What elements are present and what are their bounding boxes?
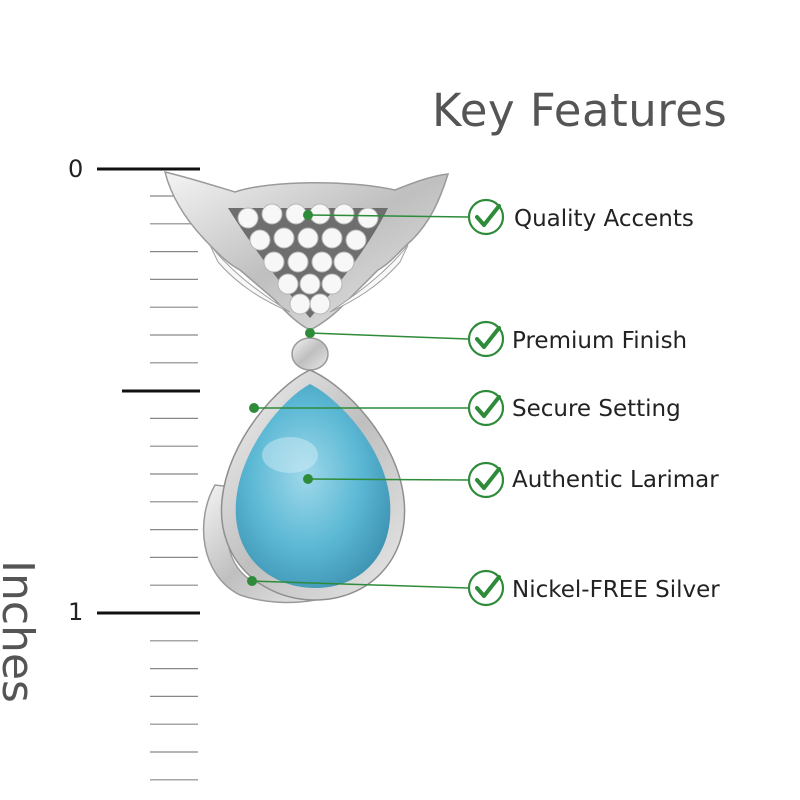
check-circle-icon — [467, 389, 505, 427]
accent-stone — [321, 273, 343, 295]
feature-callout-2 — [249, 389, 505, 427]
accent-stone — [237, 207, 259, 229]
ruler-axis-label: Inches — [0, 560, 43, 703]
callout-dot — [305, 328, 315, 338]
check-circle-icon — [467, 569, 505, 607]
fox-cheek-right — [329, 244, 409, 313]
accent-stone — [249, 229, 271, 251]
callout-dot — [249, 403, 259, 413]
feature-callout-1 — [305, 320, 505, 358]
callout-dot — [247, 576, 257, 586]
accent-stone — [297, 227, 319, 249]
accent-stone — [321, 227, 343, 249]
fox-cheek-left — [209, 244, 291, 313]
page-title: Key Features — [432, 84, 728, 137]
accent-stone — [287, 251, 309, 273]
feature-label-authentic-larimar: Authentic Larimar — [512, 467, 719, 493]
ruler-end-label: 1 — [68, 598, 84, 626]
callout-dot — [303, 474, 313, 484]
accent-stone — [333, 251, 355, 273]
accent-stones — [237, 203, 379, 315]
accent-stone — [357, 207, 379, 229]
feature-callout-0 — [303, 198, 505, 236]
feature-label-premium-finish: Premium Finish — [512, 328, 688, 354]
feature-label-quality-accents: Quality Accents — [514, 206, 694, 232]
accent-stone — [289, 293, 311, 315]
larimar-gem — [235, 384, 391, 588]
accent-stone — [299, 273, 321, 295]
check-circle-icon — [467, 198, 505, 236]
accent-stone — [263, 251, 285, 273]
feature-label-secure-setting: Secure Setting — [512, 396, 681, 422]
accent-stone — [285, 203, 307, 225]
feature-callout-3 — [303, 461, 505, 499]
check-circle-icon — [467, 461, 505, 499]
feature-callouts — [247, 198, 505, 607]
accent-stone — [277, 273, 299, 295]
accent-stone — [261, 203, 283, 225]
check-circle-icon — [467, 320, 505, 358]
feature-callout-4 — [247, 569, 505, 607]
ruler-minor-ticks — [150, 195, 198, 781]
fox-pendant — [163, 170, 450, 604]
ruler — [97, 167, 200, 781]
gem-highlight — [262, 437, 318, 473]
accent-stone — [273, 227, 295, 249]
accent-stone — [309, 203, 331, 225]
callout-dot — [303, 210, 313, 220]
ruler-start-label: 0 — [68, 155, 84, 183]
accent-stone — [309, 293, 331, 315]
bail — [291, 337, 329, 371]
accent-stone — [333, 203, 355, 225]
accent-stone — [311, 251, 333, 273]
feature-label-nickel-free-silver: Nickel-FREE Silver — [512, 577, 720, 603]
accent-stone — [345, 229, 367, 251]
